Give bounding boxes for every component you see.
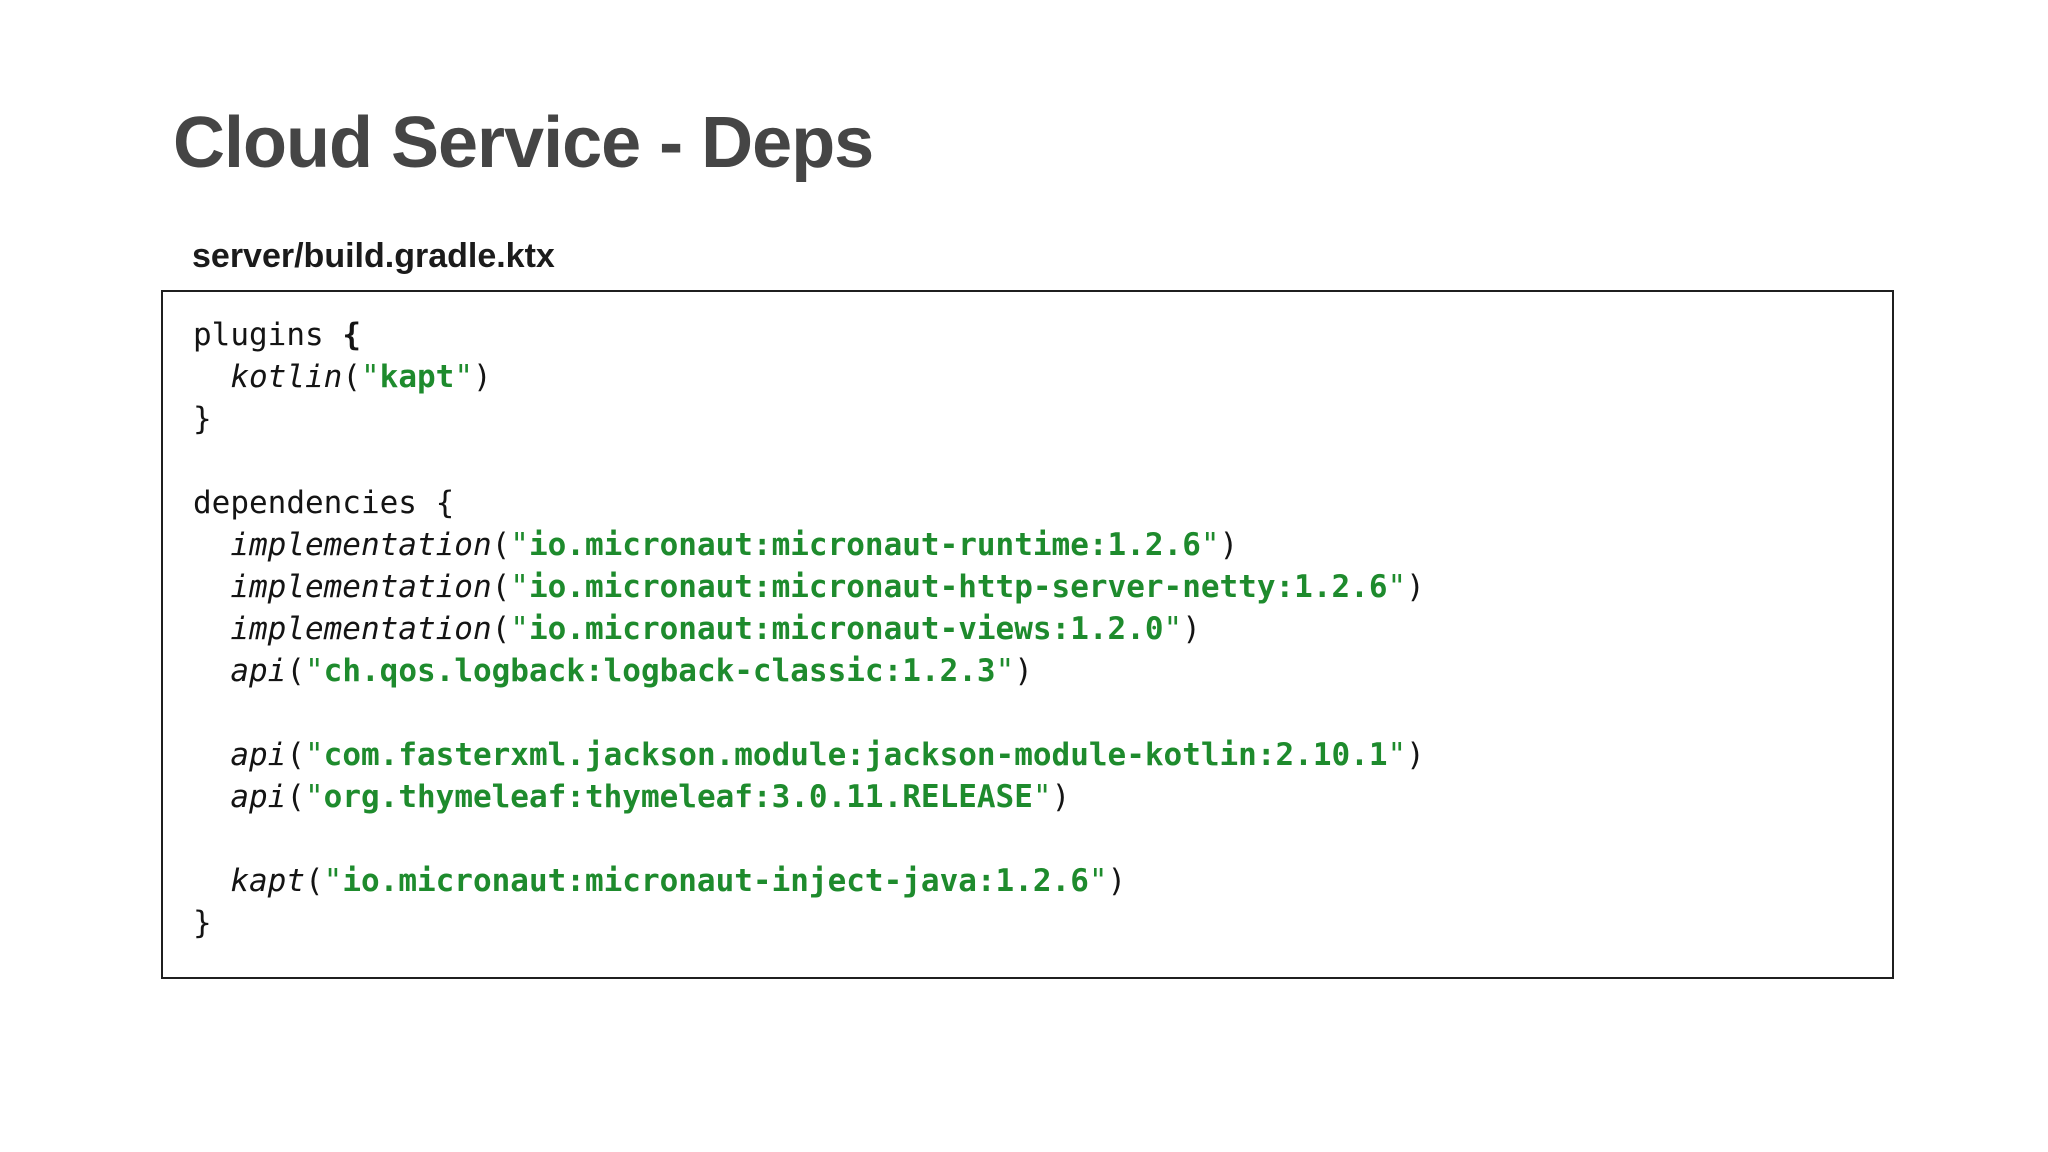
code-token: " [995,653,1015,689]
code-line: dependencies { [193,482,1862,524]
code-line: implementation("io.micronaut:micronaut-r… [193,524,1862,566]
code-token: " [360,359,380,395]
code-token: ) [1107,863,1127,899]
code-line [193,440,1862,482]
code-line: api("com.fasterxml.jackson.module:jackso… [193,734,1862,776]
code-token: ) [1406,737,1425,773]
code-token: " [510,611,529,647]
code-token: " [1387,569,1407,605]
code-token: ( [286,779,305,815]
code-token [193,611,230,647]
code-token: ) [472,359,492,395]
code-token: io.micronaut:micronaut-runtime:1.2.6 [528,527,1201,563]
code-token: io.micronaut:micronaut-views:1.2.0 [528,611,1164,647]
code-token: } [193,401,212,437]
code-line: kotlin("kapt") [193,356,1862,398]
code-token: " [510,527,529,563]
code-token: api [230,737,287,773]
code-token [193,779,230,815]
code-token: " [1163,611,1183,647]
code-token: " [305,653,324,689]
code-line: api("ch.qos.logback:logback-classic:1.2.… [193,650,1862,692]
code-token [193,569,230,605]
code-token: } [193,905,212,941]
code-token: " [323,863,343,899]
code-token [193,359,230,395]
code-token: io.micronaut:micronaut-inject-java:1.2.6 [342,863,1089,899]
code-token: ( [491,611,511,647]
code-token: dependencies { [193,485,455,521]
page-title: Cloud Service - Deps [173,103,874,183]
code-token: com.fasterxml.jackson.module:jackson-mod… [323,737,1388,773]
code-token: ) [1051,779,1071,815]
code-token: ( [286,737,305,773]
code-line: api("org.thymeleaf:thymeleaf:3.0.11.RELE… [193,776,1862,818]
code-line: plugins { [193,314,1862,356]
code-token: implementation [230,527,492,563]
code-token [193,737,230,773]
code-token: api [230,779,287,815]
code-token: ) [1182,611,1201,647]
code-token: kapt [379,359,455,395]
code-token: " [510,569,529,605]
code-line: implementation("io.micronaut:micronaut-h… [193,566,1862,608]
code-token: implementation [230,611,492,647]
code-token: ) [1219,527,1239,563]
file-path-label: server/build.gradle.ktx [192,237,555,275]
code-token: ( [286,653,305,689]
code-token: ( [491,527,511,563]
code-line: } [193,398,1862,440]
code-token: api [230,653,287,689]
code-token [193,527,230,563]
code-block: plugins { kotlin("kapt")} dependencies {… [161,290,1894,979]
code-line: implementation("io.micronaut:micronaut-v… [193,608,1862,650]
code-token: " [454,359,473,395]
code-token: org.thymeleaf:thymeleaf:3.0.11.RELEASE [323,779,1033,815]
code-token: { [342,317,361,353]
code-line [193,818,1862,860]
code-token: " [305,779,324,815]
code-line: } [193,902,1862,944]
code-token: io.micronaut:micronaut-http-server-netty… [528,569,1388,605]
code-token: ( [342,359,361,395]
code-line [193,692,1862,734]
code-token: kotlin [230,359,343,395]
code-line: kapt("io.micronaut:micronaut-inject-java… [193,860,1862,902]
code-token: plugins [193,317,343,353]
code-token [193,863,230,899]
code-token: kapt [230,863,305,899]
code-token: " [1200,527,1220,563]
code-token: " [1088,863,1108,899]
code-token: " [305,737,324,773]
code-token [193,653,230,689]
code-token: ) [1406,569,1425,605]
code-token: " [1032,779,1052,815]
code-token: ( [491,569,511,605]
code-token: ) [1014,653,1033,689]
code-token: implementation [230,569,492,605]
code-token: ch.qos.logback:logback-classic:1.2.3 [323,653,996,689]
code-token: ( [304,863,324,899]
code-token: " [1387,737,1407,773]
